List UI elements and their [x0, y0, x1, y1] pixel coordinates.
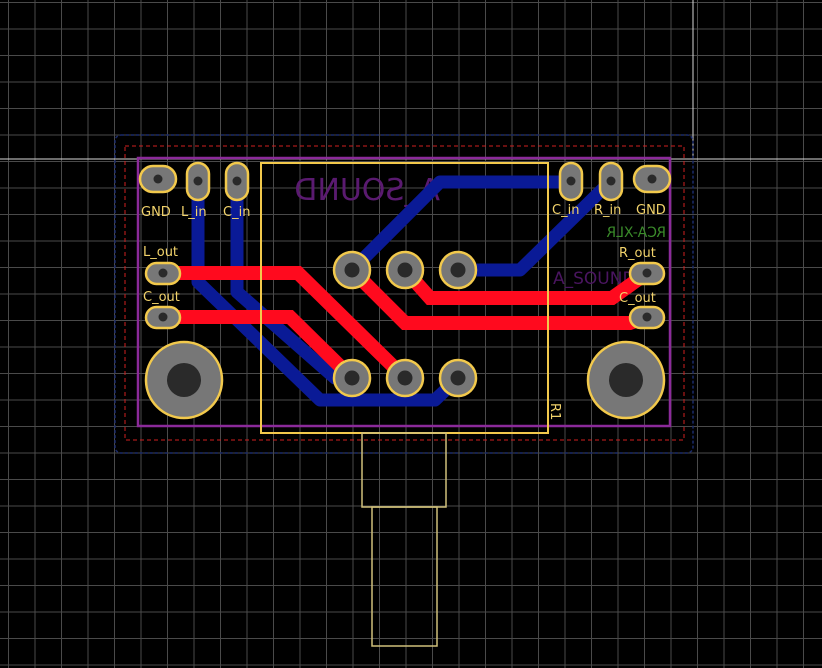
pad-c-out-left[interactable]: [144, 305, 182, 330]
mounting-hole-right[interactable]: [586, 340, 666, 420]
label-gnd-right: GND: [636, 203, 666, 218]
label-r-in: R_in: [594, 203, 621, 218]
pot-pad[interactable]: [332, 250, 372, 290]
label-c-out-right: C_out: [619, 291, 656, 306]
mounting-hole-left[interactable]: [144, 340, 224, 420]
trace-l-in: [191, 181, 463, 407]
pot-pad[interactable]: [385, 250, 425, 290]
trace-l-out: [163, 266, 410, 383]
label-c-out-left: C_out: [143, 290, 180, 305]
pad-r-in[interactable]: [598, 161, 624, 202]
label-c-in-right: C_in: [552, 203, 579, 218]
pad-gnd-left[interactable]: [138, 164, 178, 194]
pot-pads[interactable]: [332, 250, 478, 398]
trace-c-in-right: [347, 175, 571, 275]
potentiometer-outline: [260, 162, 549, 647]
connector-ref-mirrored: RCA-XLR: [606, 225, 666, 241]
pot-pad[interactable]: [438, 358, 478, 398]
label-gnd-left: GND: [141, 205, 171, 220]
pot-pad[interactable]: [385, 358, 425, 398]
board-title-small: A_SOUND: [553, 269, 636, 289]
pad-c-in-right[interactable]: [558, 161, 584, 202]
label-r-out: R_out: [619, 246, 656, 261]
pot-pad[interactable]: [332, 358, 372, 398]
pad-l-out[interactable]: [144, 261, 182, 286]
pot-pad[interactable]: [438, 250, 478, 290]
bottom-keepout-outline: [114, 134, 694, 454]
board-outline: [136, 156, 672, 428]
trace-r-in: [458, 176, 616, 277]
trace-c-out-left: [163, 310, 357, 383]
pad-c-out-right[interactable]: [628, 305, 666, 330]
pot-ref-label: R1: [547, 403, 562, 420]
pad-l-in[interactable]: [185, 161, 211, 202]
pad-gnd-right[interactable]: [632, 164, 672, 194]
label-l-out: L_out: [143, 245, 178, 260]
label-l-in: L_in: [181, 205, 207, 220]
pad-c-in-left[interactable]: [224, 161, 250, 202]
pad-r-out[interactable]: [628, 261, 666, 286]
label-c-in-left: C_in: [223, 205, 250, 220]
